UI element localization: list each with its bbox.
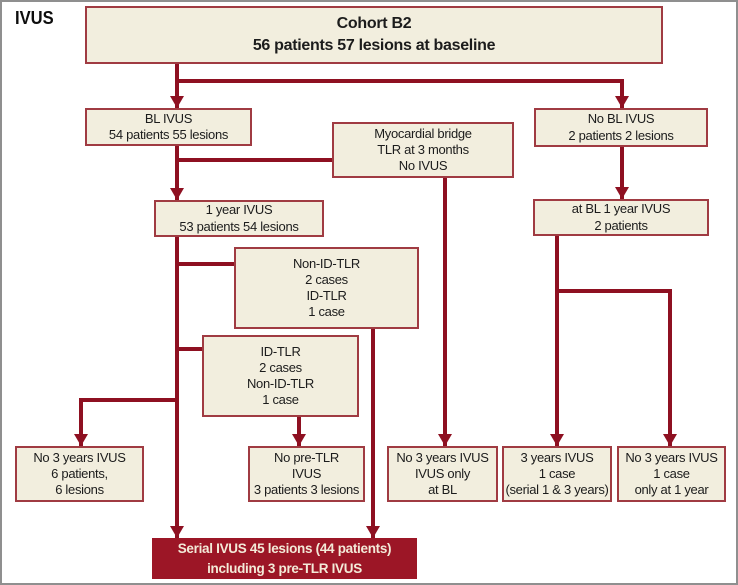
node-at-bl-one-year-ivus: at BL 1 year IVUS 2 patients (533, 199, 709, 236)
node-text: 3 patients 3 lesions (253, 482, 360, 498)
node-text: 6 patients, (51, 465, 108, 481)
node-text: 1 case (262, 392, 299, 408)
node-text: Myocardial bridge (374, 125, 472, 141)
arrowhead-to-one-year (170, 188, 184, 200)
node-text: 3 years IVUS (520, 449, 594, 465)
node-text: No pre-TLR (274, 449, 339, 465)
node-text: BL IVUS (144, 110, 193, 126)
figure-label: IVUS (15, 8, 54, 28)
node-text: No BL IVUS (587, 111, 655, 127)
node-text: 2 patients (594, 217, 648, 233)
connector-to-non-id-tlr (175, 262, 234, 266)
connector-top-split (175, 79, 624, 83)
node-text: Serial IVUS 45 lesions (44 patients) (177, 540, 392, 556)
connector-left-branch-h (79, 398, 179, 402)
arrowhead-to-bl-ivus (170, 96, 184, 108)
node-text: at BL (428, 482, 457, 498)
node-text: including 3 pre-TLR IVUS (207, 560, 362, 576)
connector-main-vertical (175, 237, 179, 538)
node-text: 2 patients 2 lesions (568, 127, 674, 143)
node-text: 56 patients 57 lesions at baseline (252, 37, 496, 54)
node-text: 2 cases (305, 271, 348, 287)
node-bl-ivus: BL IVUS 54 patients 55 lesions (85, 108, 252, 146)
node-text: 1 year IVUS (205, 202, 273, 218)
node-text: 6 lesions (55, 482, 104, 498)
node-text: Non-ID-TLR (292, 255, 361, 271)
arrowhead-to-no-pre-tlr (292, 434, 306, 446)
node-text: 2 cases (259, 359, 302, 375)
node-text: Cohort B2 (336, 15, 412, 33)
arrowhead-non-id-to-serial (366, 526, 380, 538)
node-myocardial-bridge: Myocardial bridge TLR at 3 months No IVU… (332, 122, 514, 178)
node-3-years-ivus-serial: 3 years IVUS 1 case (serial 1 & 3 years) (502, 446, 612, 502)
node-text: ID-TLR (260, 343, 301, 359)
node-text: 53 patients 54 lesions (179, 218, 299, 234)
connector-to-myocardial (175, 158, 332, 162)
connector-to-id-tlr (175, 347, 202, 351)
connector-at-bl-split-h (555, 289, 672, 293)
node-text: (serial 1 & 3 years) (505, 482, 609, 498)
connector-bl-ivus-down (175, 145, 179, 200)
node-text: IVUS (291, 465, 322, 481)
connector-at-bl-down (555, 235, 559, 446)
node-text: at BL 1 year IVUS (571, 201, 671, 217)
connector-no-bl-down (620, 147, 624, 199)
node-text: 1 case (308, 304, 345, 320)
arrowhead-to-no-bl-ivus (615, 96, 629, 108)
connector-cohort-down (175, 64, 179, 108)
node-cohort-b2: Cohort B2 56 patients 57 lesions at base… (85, 6, 663, 64)
node-id-tlr: ID-TLR 2 cases Non-ID-TLR 1 case (202, 335, 359, 417)
node-text: No 3 years IVUS (625, 449, 718, 465)
node-no-pre-tlr-ivus: No pre-TLR IVUS 3 patients 3 lesions (248, 446, 365, 502)
arrowhead-main-to-serial (170, 526, 184, 538)
node-text: No 3 years IVUS (396, 449, 489, 465)
arrowhead-to-three-years (550, 434, 564, 446)
connector-at-bl-right-v (668, 289, 672, 446)
node-text: 1 case (653, 465, 690, 481)
connector-non-id-tlr-down (371, 329, 375, 538)
node-no-bl-ivus: No BL IVUS 2 patients 2 lesions (534, 108, 708, 147)
arrowhead-to-no-3y-1y-only (663, 434, 677, 446)
node-text: 54 patients 55 lesions (108, 127, 229, 142)
arrowhead-to-no-3y-bl-only (438, 434, 452, 446)
node-text: ID-TLR (306, 288, 347, 303)
connector-id-tlr-down (297, 417, 301, 446)
node-no-3-years-ivus-6-patients: No 3 years IVUS 6 patients, 6 lesions (15, 446, 144, 502)
node-text: IVUS only (414, 465, 471, 481)
node-text: Non-ID-TLR (246, 376, 315, 391)
node-no-3-years-ivus-1-year-only: No 3 years IVUS 1 case only at 1 year (617, 446, 726, 502)
connector-myocardial-down (443, 177, 447, 446)
node-text: No 3 years IVUS (33, 449, 126, 465)
node-text: TLR at 3 months (377, 141, 469, 157)
arrowhead-to-at-bl (615, 187, 629, 199)
node-no-3-years-ivus-bl-only: No 3 years IVUS IVUS only at BL (387, 446, 498, 502)
node-text: 1 case (538, 465, 576, 481)
connector-to-no-bl-ivus (620, 79, 624, 108)
node-non-id-tlr: Non-ID-TLR 2 cases ID-TLR 1 case (234, 247, 419, 329)
node-text: No IVUS (398, 158, 448, 174)
connector-left-branch-v (79, 398, 83, 446)
arrowhead-to-no-3y-6pts (74, 434, 88, 446)
node-serial-ivus-result: Serial IVUS 45 lesions (44 patients) inc… (152, 538, 417, 579)
node-one-year-ivus: 1 year IVUS 53 patients 54 lesions (154, 200, 324, 237)
node-text: only at 1 year (634, 482, 709, 498)
